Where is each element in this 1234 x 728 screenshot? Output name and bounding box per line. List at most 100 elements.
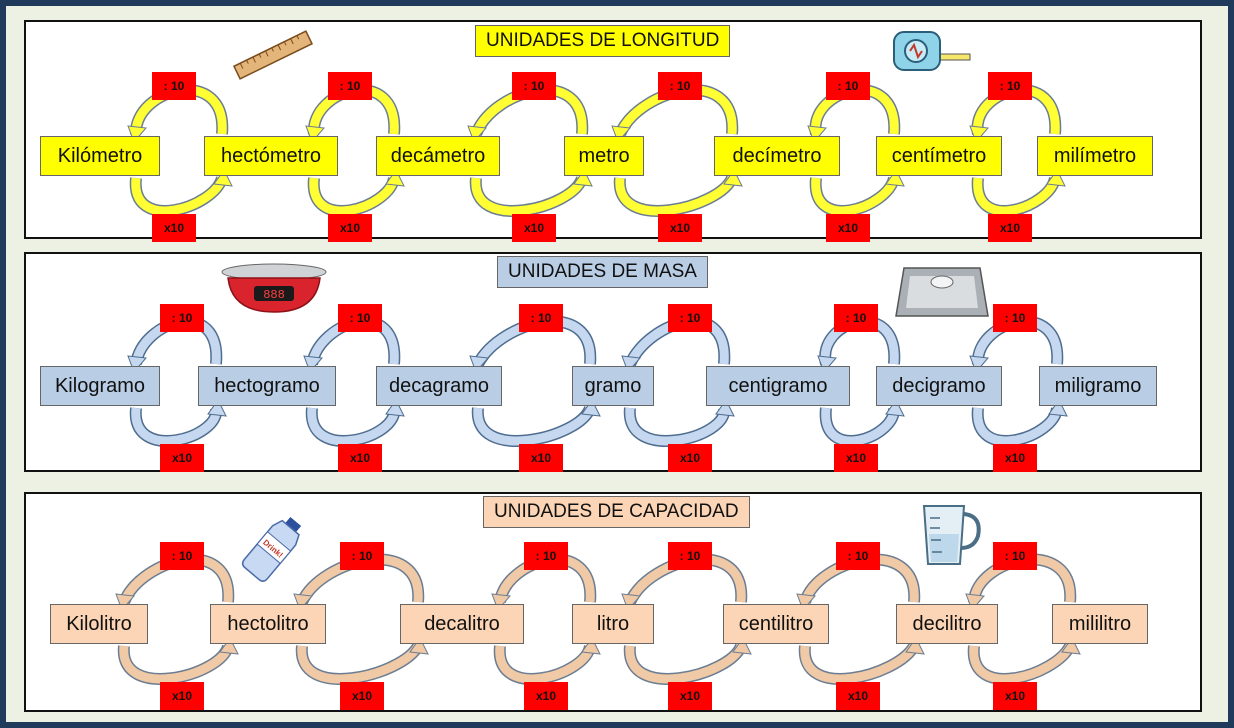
unit-box: decilitro [896,604,998,644]
multiply-arrow-head [385,169,405,187]
divide-badge: : 10 [668,304,712,332]
ruler-icon [228,30,318,85]
divide-badge: : 10 [512,72,556,100]
multiply-arrow [821,407,899,446]
unit-box: hectogramo [198,366,336,406]
multiply-arrow-head [732,637,752,655]
unit-box: decalitro [400,604,524,644]
unit-box: miligramo [1039,366,1157,406]
unit-box: decímetro [714,136,840,176]
multiply-arrow-head [1048,399,1068,417]
multiply-badge: x10 [328,214,372,242]
unit-box: centímetro [876,136,1002,176]
unit-box: Kilolitro [50,604,148,644]
water-bottle-icon: Drink! [236,516,312,587]
multiply-badge: x10 [338,444,382,472]
multiply-arrow-head [723,169,743,187]
conversion-arrows [127,84,1066,217]
multiply-arrow-head [573,169,593,187]
multiply-arrow [969,643,1075,684]
multiply-badge: x10 [524,682,568,710]
multiply-arrow [119,644,233,684]
section-title-longitud: UNIDADES DE LONGITUD [475,25,731,57]
unit-box: metro [564,136,644,176]
multiply-arrow [473,406,595,446]
multiply-arrow [811,176,899,216]
divide-badge: : 10 [668,542,712,570]
multiply-arrow-head [715,399,735,417]
multiply-badge: x10 [988,214,1032,242]
unit-box: Kilómetro [40,136,160,176]
unit-box: hectómetro [204,136,338,176]
unit-box: hectolitro [210,604,326,644]
multiply-badge: x10 [993,444,1037,472]
multiply-badge: x10 [512,214,556,242]
multiply-badge: x10 [658,214,702,242]
divide-badge: : 10 [328,72,372,100]
multiply-arrow [625,407,729,446]
multiply-arrow [307,407,399,446]
multiply-arrow [615,175,737,216]
multiply-arrow [309,176,399,216]
multiply-arrow [495,644,595,684]
multiply-badge: x10 [152,214,196,242]
divide-badge: : 10 [519,304,563,332]
multiply-badge: x10 [160,682,204,710]
unit-box: decigramo [876,366,1002,406]
unit-box: litro [572,604,654,644]
divide-badge: : 10 [993,304,1037,332]
bathroom-scale-icon [892,260,992,327]
multiply-arrow-head [207,399,227,417]
divide-badge: : 10 [836,542,880,570]
multiply-arrow [471,176,587,216]
multiply-arrow [973,176,1060,216]
multiply-badge: x10 [826,214,870,242]
multiply-badge: x10 [834,444,878,472]
divide-badge: : 10 [658,72,702,100]
section-longitud: UNIDADES DE LONGITUD [24,20,1202,242]
kitchen-scale-icon: 888 [218,260,330,321]
multiply-arrow-head [1046,169,1066,187]
divide-badge: : 10 [338,304,382,332]
diagram-frame: UNIDADES DE LONGITUD [6,6,1228,722]
multiply-arrow [625,643,746,684]
divide-badge: : 10 [340,542,384,570]
multiply-badge: x10 [836,682,880,710]
divide-badge: : 10 [988,72,1032,100]
divide-badge: : 10 [834,304,878,332]
unit-box: decagramo [376,366,502,406]
tape-measure-icon [886,26,976,81]
multiply-arrow [800,643,918,684]
svg-text:888: 888 [263,288,285,302]
multiply-arrow-head [1061,637,1081,655]
multiply-arrow-head [409,637,429,655]
multiply-arrow-head [219,637,239,655]
unit-box: Kilogramo [40,366,160,406]
multiply-badge: x10 [993,682,1037,710]
unit-box: milímetro [1037,136,1153,176]
multiply-arrow-head [581,399,601,417]
unit-box: decámetro [376,136,500,176]
multiply-arrow-head [385,399,405,417]
unit-box: gramo [572,366,654,406]
unit-box: centigramo [706,366,850,406]
divide-badge: : 10 [826,72,870,100]
divide-badge: : 10 [160,542,204,570]
multiply-badge: x10 [519,444,563,472]
multiply-arrow-head [213,169,233,187]
multiply-arrow-head [885,399,905,417]
multiply-badge: x10 [668,444,712,472]
multiply-arrow [973,406,1062,446]
multiply-badge: x10 [668,682,712,710]
unit-box: mililitro [1052,604,1148,644]
section-title-capacidad: UNIDADES DE CAPACIDAD [483,496,750,528]
multiply-badge: x10 [340,682,384,710]
conversion-arrows [115,553,1081,685]
measuring-jug-icon [916,500,986,575]
multiply-arrow [131,176,227,216]
divide-badge: : 10 [160,304,204,332]
multiply-arrow [131,407,221,446]
multiply-arrow [297,643,422,684]
divide-badge: : 10 [993,542,1037,570]
